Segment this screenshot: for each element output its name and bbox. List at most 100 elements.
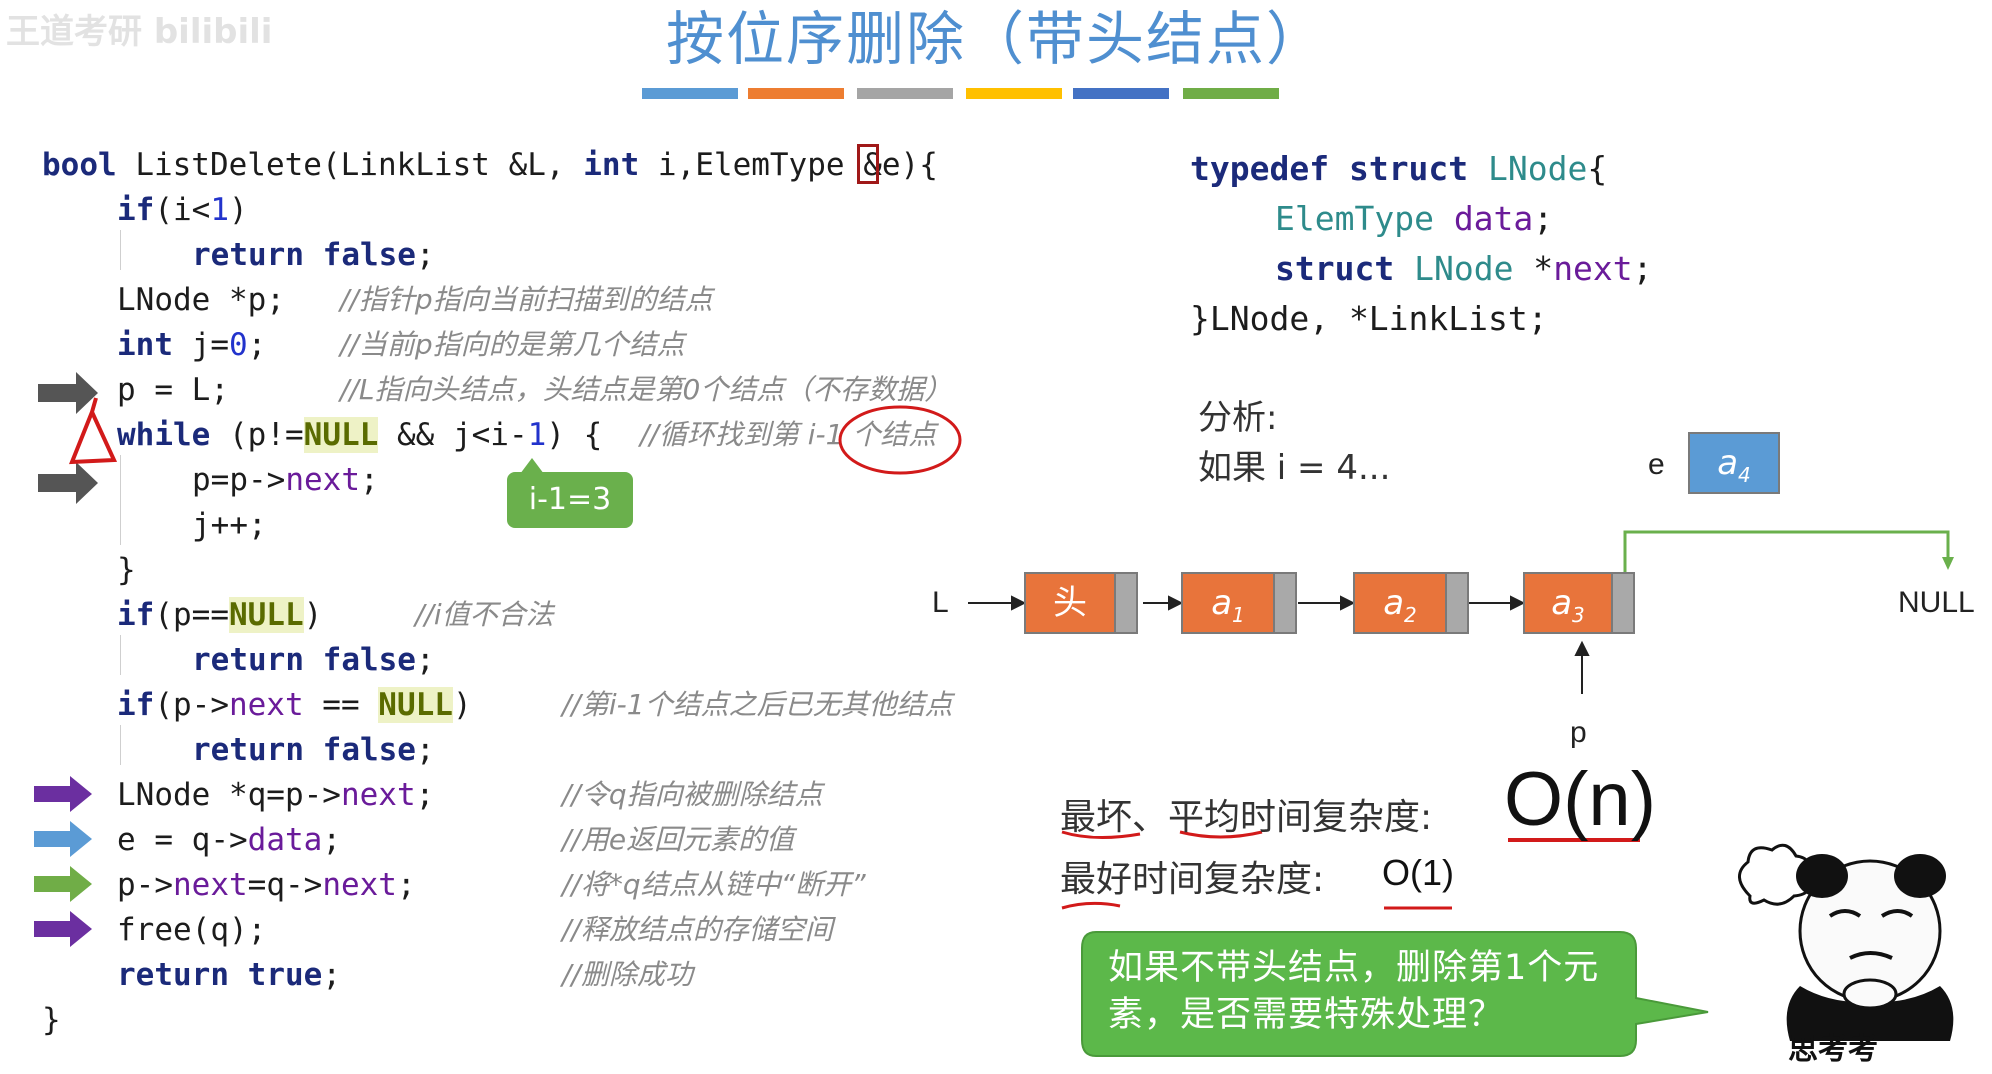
keyword: true <box>247 957 323 993</box>
keyword: while <box>117 417 211 453</box>
code-text: i,ElemType <box>639 147 864 183</box>
code-text: e = q-> <box>117 822 248 858</box>
code-line-17: p->next=q->next; <box>117 865 416 905</box>
code-text: (p== <box>154 597 229 633</box>
code-text: ; <box>396 867 416 903</box>
code-text: ; <box>359 462 379 498</box>
code-text: ; <box>415 642 435 678</box>
node-subscript: 1 <box>1232 602 1245 627</box>
code-text: p-> <box>117 867 173 903</box>
p-pointer-label: p <box>1570 716 1587 749</box>
number: 1 <box>210 192 229 228</box>
keyword: return <box>117 957 229 993</box>
node-letter: a <box>1551 583 1573 623</box>
analysis-heading: 分析: <box>1198 398 1278 438</box>
code-line-20: } <box>42 1002 61 1038</box>
code-text: LNode *q=p-> <box>117 777 341 813</box>
head-pointer-label: L <box>932 586 949 619</box>
list-node-a1: a1 <box>1181 572 1275 634</box>
comment: //指针p指向当前扫描到的结点 <box>340 283 713 316</box>
code-text: * <box>1513 249 1554 288</box>
code-text: ) <box>229 192 248 228</box>
list-arrows <box>968 595 1590 694</box>
null-keyword: NULL <box>303 417 379 453</box>
code-line-14: return false; <box>192 730 435 770</box>
node-letter: a <box>1717 443 1739 483</box>
stripe-blue <box>642 88 738 99</box>
code-text: ) <box>303 597 323 633</box>
field: data <box>247 822 323 858</box>
underline-mark-icon <box>1061 901 1121 910</box>
code-text: == <box>303 687 379 723</box>
comment: //循环找到第 i-1 个结点 <box>640 418 937 451</box>
field: next <box>228 687 304 723</box>
null-keyword: NULL <box>228 597 304 633</box>
gray-arrow-icon <box>38 372 98 414</box>
field: next <box>340 777 416 813</box>
ampersand-highlight-box <box>857 144 879 184</box>
worst-average-complexity-value: O(n) <box>1504 757 1656 842</box>
speech-bubble-shape <box>1081 931 1709 1057</box>
code-text: p=p-> <box>192 462 286 498</box>
type-name: LNode <box>1488 149 1588 188</box>
keyword: struct <box>1348 149 1469 188</box>
comment: //L指向头结点，头结点是第0个结点（不存数据） <box>340 373 953 406</box>
type-name: ElemType <box>1275 199 1454 238</box>
code-line-12: return false; <box>192 640 435 680</box>
code-line-1: bool ListDelete(LinkList &L, int i,ElemT… <box>42 145 938 185</box>
hand-drawn-triangle-icon <box>68 397 118 465</box>
stripe-green <box>1183 88 1279 99</box>
green-arrow-icon <box>34 866 92 902</box>
underline-mark-icon <box>1179 830 1263 839</box>
green-link-arrowhead-icon <box>1942 557 1954 570</box>
keyword: int <box>583 147 640 183</box>
field: next <box>173 867 248 903</box>
purple-arrow-icon <box>34 911 92 947</box>
code-text: ; <box>322 822 341 858</box>
code-line-2: if(i<1) <box>117 190 248 230</box>
gray-arrow-icon <box>38 462 98 504</box>
node-letter: a <box>1383 583 1405 623</box>
typedef-line-2: ElemType data; <box>1275 196 1553 242</box>
number: 1 <box>527 417 547 453</box>
node-pointer-field <box>1611 572 1635 634</box>
comment: //第i-1个结点之后已无其他结点 <box>562 688 953 721</box>
code-line-15: LNode *q=p->next; <box>117 775 434 815</box>
list-node-a3: a3 <box>1523 572 1613 634</box>
comment: //释放结点的存储空间 <box>562 913 833 946</box>
keyword: return <box>192 642 304 678</box>
indent-guide <box>120 230 121 270</box>
code-line-7: while (p!=NULL && j<i-1) { <box>117 415 602 455</box>
keyword: bool <box>42 147 117 183</box>
thinking-panda-meme-image <box>1738 843 1954 1041</box>
blue-arrow-icon <box>34 821 92 857</box>
field: data <box>1453 199 1534 238</box>
purple-arrow-icon <box>34 776 92 812</box>
code-text: && j<i- <box>378 417 528 453</box>
callout-i-minus-1: i-1=3 <box>507 472 633 528</box>
code-line-13: if(p->next == NULL) <box>117 685 472 725</box>
node-pointer-field <box>1114 572 1138 634</box>
keyword: false <box>322 642 416 678</box>
code-text: ) <box>452 687 472 723</box>
node-subscript: 3 <box>1572 602 1585 627</box>
code-line-19: return true; <box>117 955 341 995</box>
code-line-10: } <box>117 552 136 588</box>
node-letter: a <box>1211 583 1233 623</box>
code-text: (p-> <box>154 687 229 723</box>
head-node: 头 <box>1024 572 1116 634</box>
null-keyword: NULL <box>378 687 453 723</box>
meme-caption: 思考考 <box>1788 1032 1878 1067</box>
typedef-line-1: typedef struct LNode{ <box>1190 146 1607 192</box>
stripe-gray <box>857 88 953 99</box>
keyword: if <box>117 192 155 228</box>
code-text: ; <box>415 777 435 813</box>
stripe-yellow <box>966 88 1062 99</box>
code-text: ; <box>1533 199 1554 238</box>
code-line-4: LNode *p; <box>117 282 285 318</box>
field: next <box>322 867 397 903</box>
callout-pointer <box>520 458 544 474</box>
keyword: return <box>192 732 304 768</box>
node-subscript: 2 <box>1404 602 1417 627</box>
list-node-a2: a2 <box>1353 572 1447 634</box>
